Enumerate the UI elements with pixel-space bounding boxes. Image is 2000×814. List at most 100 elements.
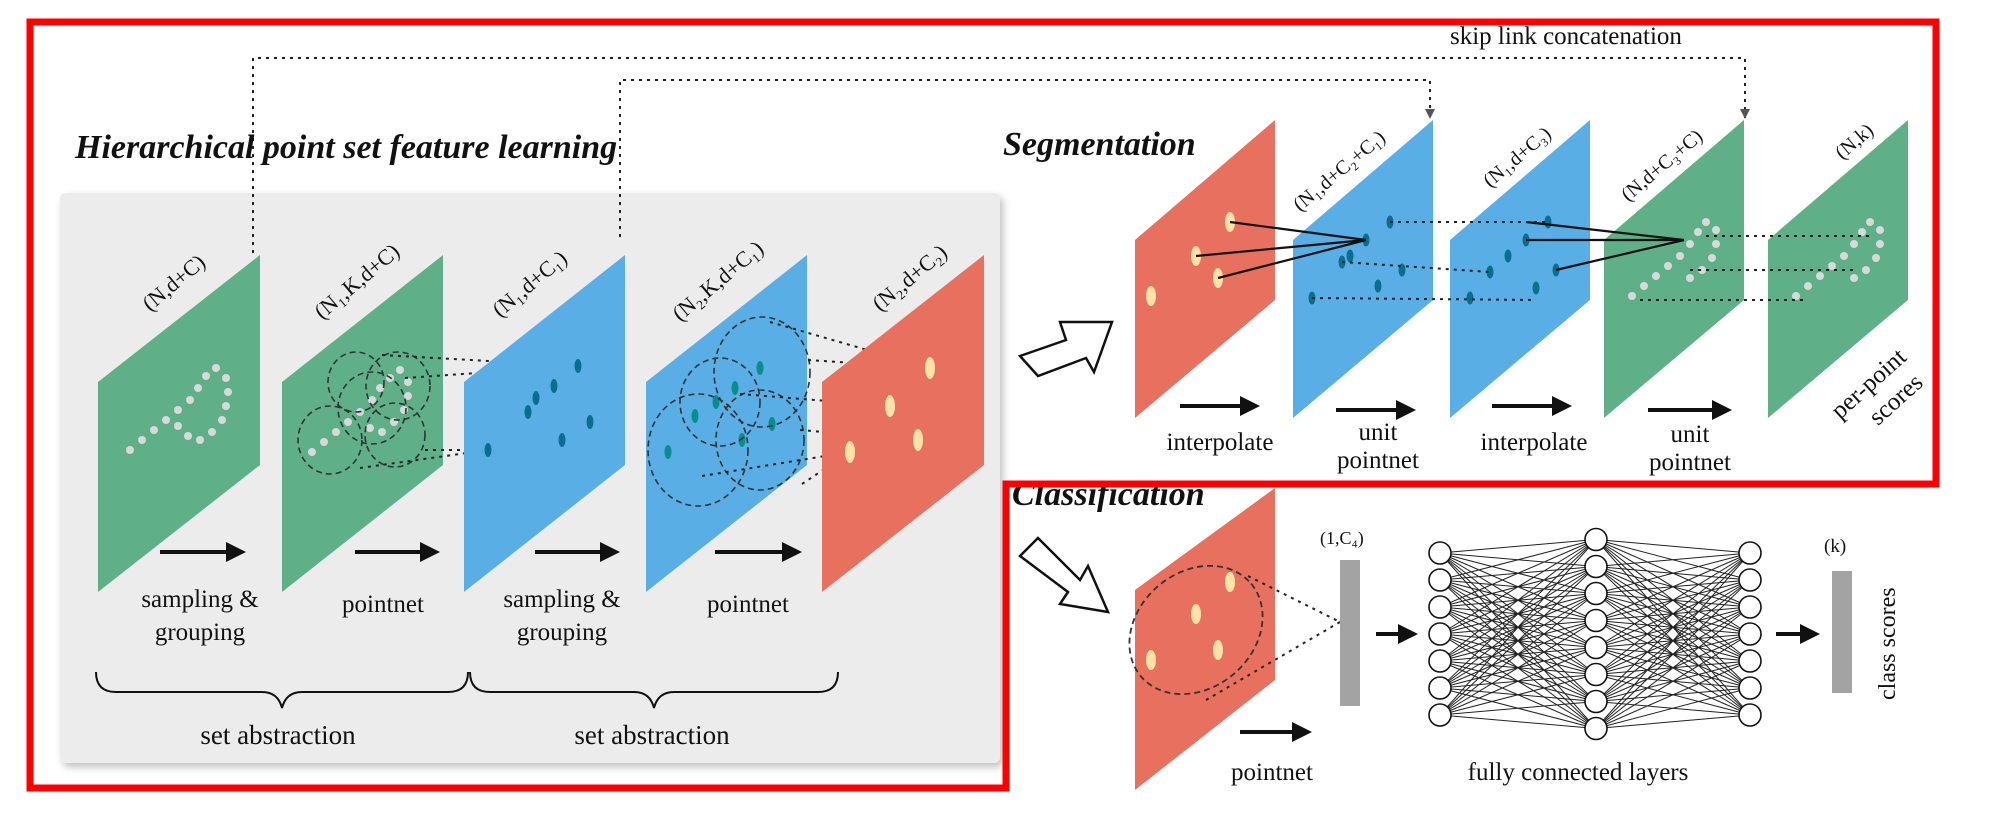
fc-edge (1595, 714, 1751, 729)
highlight-outline (26, 18, 1940, 792)
seg-layer-a-plane (1135, 120, 1275, 418)
cls-global-feature-label: (1,C₄) (1320, 528, 1364, 549)
skip-link-inner (619, 79, 1435, 237)
point (524, 405, 532, 419)
point (222, 402, 230, 410)
fc-edge (1595, 579, 1751, 729)
grouping-circle (327, 351, 385, 413)
fc-neuron (1584, 581, 1608, 606)
cls-output-label: class scores (1875, 587, 1901, 700)
point (1213, 640, 1223, 660)
point (1486, 265, 1494, 279)
link (739, 393, 891, 407)
layer-3-plane (464, 255, 625, 592)
point (1686, 274, 1694, 282)
cls-layer-points (1146, 572, 1235, 670)
grouping-circle (365, 351, 431, 421)
step-arrow-head (1398, 624, 1418, 644)
step-arrow-head (1800, 624, 1820, 644)
point (162, 416, 170, 424)
grouping-circle (679, 357, 761, 447)
point (1374, 279, 1382, 293)
fc-neuron (1738, 622, 1762, 646)
point (1828, 262, 1836, 270)
step-label-1-line-1: sampling & (141, 586, 258, 613)
step-arrow-head (420, 542, 440, 562)
point (308, 448, 316, 456)
seg-layer-e-points (1792, 218, 1884, 300)
step-arrow-head (226, 542, 246, 562)
fc-edge (1595, 552, 1751, 567)
point (1850, 240, 1858, 248)
point (1346, 249, 1354, 263)
point (1708, 254, 1716, 262)
point (586, 415, 594, 429)
point (186, 396, 194, 404)
fc-edge (1439, 539, 1597, 581)
fc-neuron (1738, 541, 1762, 565)
seg-arrows (1180, 396, 1732, 420)
point (174, 422, 182, 430)
point (1804, 282, 1812, 290)
set-abstraction-braces (95, 671, 839, 709)
seg-step-label-3: interpolate (1481, 429, 1588, 456)
point (1792, 292, 1800, 300)
seg-layer-b-plane (1293, 120, 1433, 418)
step-label-3-line-1: sampling & (503, 586, 620, 613)
fc-edge (1439, 566, 1597, 716)
fc-edge (1439, 539, 1597, 635)
point (184, 432, 192, 440)
cls-output-bar (1832, 571, 1852, 693)
point (712, 395, 720, 409)
layer-2-groupings (297, 351, 431, 475)
point (218, 416, 226, 424)
layer-5-plane (822, 255, 984, 592)
fc-edge (1439, 539, 1597, 662)
fc-neuron (1738, 703, 1762, 727)
point (1146, 286, 1156, 306)
interp-line (1555, 238, 1685, 272)
fc-edge (1439, 647, 1597, 716)
point (404, 378, 412, 386)
fc-neuron (1584, 689, 1608, 714)
interp-line (1195, 238, 1367, 258)
point (1698, 266, 1706, 274)
fc-neuron (1428, 703, 1452, 727)
seg-layer-c-plane (1450, 120, 1590, 418)
fc-neuron (1738, 568, 1762, 592)
dotted-link (1341, 261, 1491, 273)
layer-4-plane (646, 255, 807, 592)
interp-line (1525, 220, 1685, 242)
point (558, 433, 566, 447)
point (1840, 252, 1848, 260)
point (731, 381, 739, 395)
cls-step-label: pointnet (1231, 759, 1313, 786)
step-arrow-head (782, 542, 802, 562)
point (320, 438, 328, 446)
layer-1-points (126, 364, 232, 454)
point (1466, 291, 1474, 305)
point (1628, 292, 1636, 300)
fc-edge (1595, 552, 1751, 729)
point (1225, 572, 1235, 592)
point (1664, 262, 1672, 270)
point (138, 436, 146, 444)
fc-edge (1439, 539, 1597, 554)
point (1850, 274, 1858, 282)
fc-edge (1439, 539, 1597, 716)
seg-layer-d-plane (1604, 120, 1744, 418)
layer-4-groupings (647, 316, 811, 507)
point (222, 374, 230, 382)
point (1652, 272, 1660, 280)
fc-neuron (1584, 635, 1608, 660)
point (368, 396, 376, 404)
cls-grouping-circle (1128, 564, 1264, 696)
layer-5-points (845, 357, 935, 463)
step-label-2: pointnet (342, 591, 424, 618)
fc-neuron (1428, 595, 1452, 619)
point (1532, 281, 1540, 295)
step-arrow-head (1396, 400, 1416, 420)
point (396, 366, 404, 374)
skip-link-outer (252, 57, 1750, 253)
